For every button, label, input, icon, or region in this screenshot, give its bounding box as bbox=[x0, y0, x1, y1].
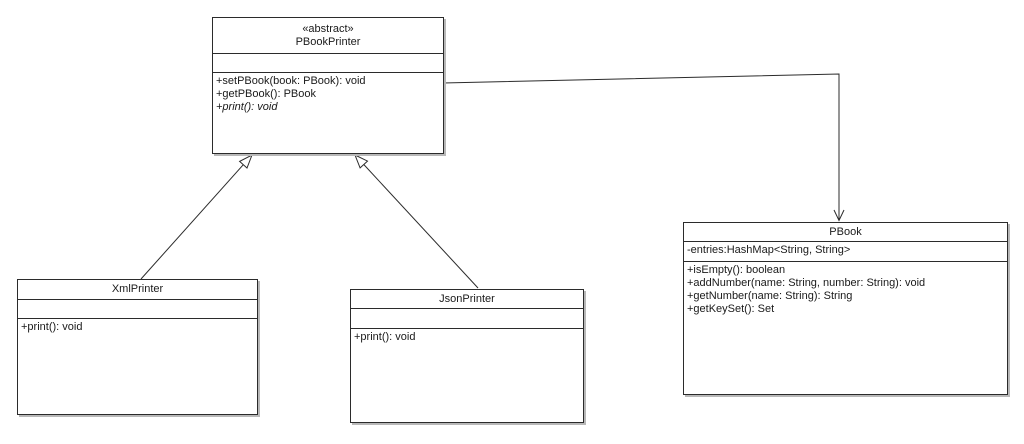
association-arrow-pbook[interactable] bbox=[442, 73, 845, 222]
hollow-triangle-arrowhead bbox=[238, 153, 253, 169]
class-name: PBookPrinter bbox=[295, 35, 361, 48]
class-stereotype: «abstract» bbox=[302, 22, 354, 35]
class-box-pbookprinter[interactable]: «abstract» PBookPrinter +setPBook(book: … bbox=[212, 17, 444, 154]
class-title-compartment: «abstract» PBookPrinter bbox=[213, 18, 443, 54]
class-methods-compartment: +setPBook(book: PBook): void +getPBook()… bbox=[213, 73, 443, 153]
class-attributes-compartment bbox=[213, 54, 443, 73]
class-method: +addNumber(name: String, number: String)… bbox=[687, 277, 926, 289]
class-method: +getNumber(name: String): String bbox=[687, 290, 853, 302]
class-methods-compartment: +print(): void bbox=[351, 329, 583, 422]
class-name: XmlPrinter bbox=[111, 283, 164, 295]
class-method: +getKeySet(): Set bbox=[687, 303, 775, 315]
class-box-pbook[interactable]: PBook -entries:HashMap<String, String> +… bbox=[683, 222, 1008, 395]
class-title-compartment: PBook bbox=[684, 223, 1007, 242]
class-methods-compartment: +print(): void bbox=[18, 319, 257, 414]
class-box-xmlprinter[interactable]: XmlPrinter +print(): void bbox=[17, 279, 258, 415]
class-method: +getPBook(): PBook bbox=[216, 88, 316, 100]
class-methods-compartment: +isEmpty(): boolean +addNumber(name: Str… bbox=[684, 262, 1007, 394]
class-method: +setPBook(book: PBook): void bbox=[216, 75, 366, 87]
hollow-triangle-arrowhead bbox=[354, 153, 369, 169]
class-method: +print(): void bbox=[354, 331, 416, 343]
class-attributes-compartment: -entries:HashMap<String, String> bbox=[684, 242, 1007, 262]
class-method-abstract: +print(): void bbox=[216, 101, 278, 113]
class-title-compartment: JsonPrinter bbox=[351, 290, 583, 309]
class-method: +isEmpty(): boolean bbox=[687, 264, 786, 276]
open-arrowhead bbox=[833, 209, 845, 222]
class-name: JsonPrinter bbox=[439, 292, 495, 305]
class-name: PBook bbox=[829, 225, 862, 238]
class-box-jsonprinter[interactable]: JsonPrinter +print(): void bbox=[350, 289, 584, 423]
class-title-compartment: XmlPrinter bbox=[18, 280, 257, 300]
generalization-arrow-xmlprinter[interactable] bbox=[140, 153, 253, 280]
generalization-arrow-jsonprinter[interactable] bbox=[354, 153, 479, 289]
class-method: +print(): void bbox=[21, 321, 83, 333]
class-attributes-compartment bbox=[18, 300, 257, 319]
class-attribute: -entries:HashMap<String, String> bbox=[687, 244, 851, 256]
class-attributes-compartment bbox=[351, 309, 583, 329]
